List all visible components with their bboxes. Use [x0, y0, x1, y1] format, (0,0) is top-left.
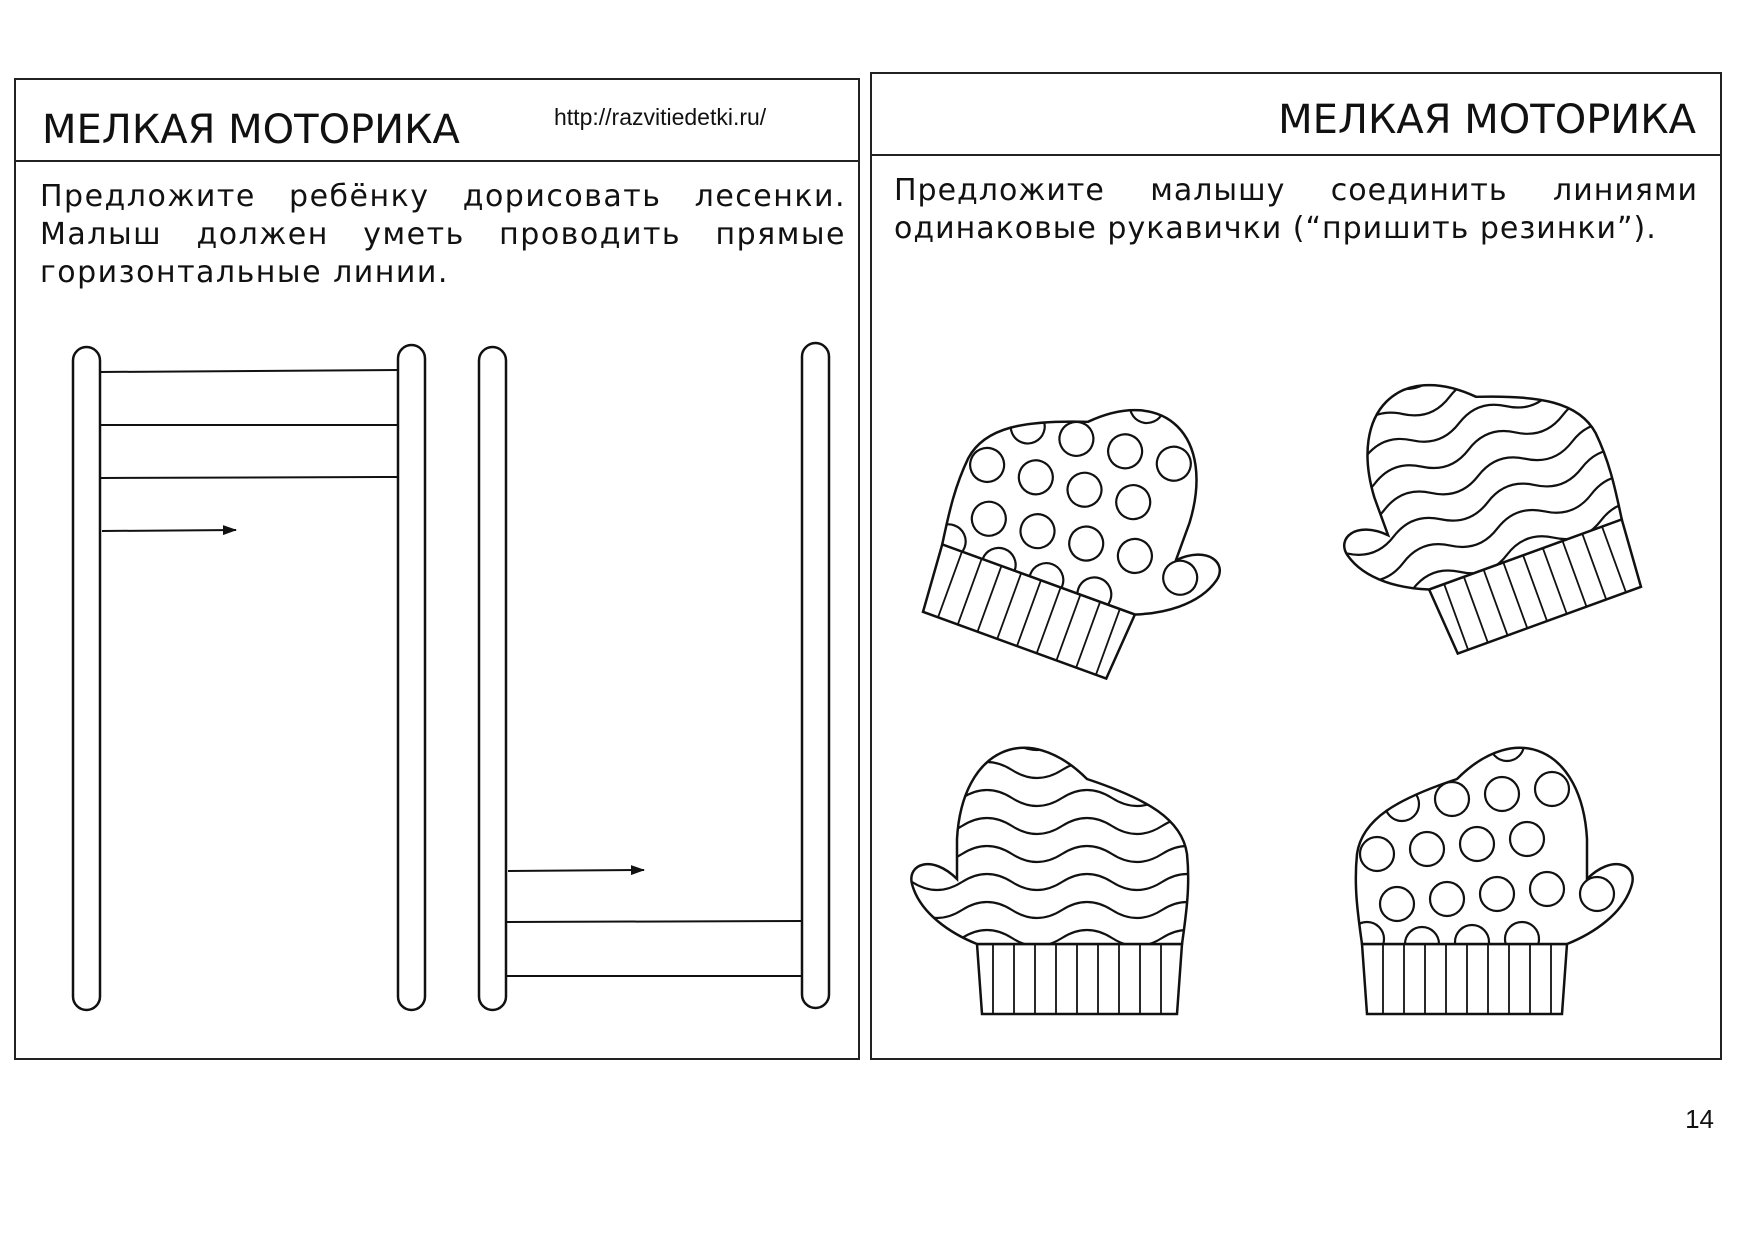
instruction-text: Предложите ребёнку дорисовать лесенки. М… [40, 179, 846, 290]
site-url: http://razvitiedetki.ru/ [554, 104, 767, 130]
ladder-1-rung [99, 476, 399, 479]
ladder-2-right-rail [800, 341, 831, 1010]
ladder-2-rung [505, 920, 803, 923]
panel-header: МЕЛКАЯ МОТОРИКА http://razvitiedetki.ru/ [16, 80, 858, 162]
mittens-worksheet-panel: МЕЛКАЯ МОТОРИКА Предложите малышу соедин… [870, 72, 1722, 1060]
ladder-worksheet-panel: МЕЛКАЯ МОТОРИКА http://razvitiedetki.ru/… [14, 78, 860, 1060]
ladders-drawing [71, 341, 831, 1012]
mittens-drawing [872, 74, 1724, 1062]
arrow-right-icon [507, 865, 645, 876]
panel-title: МЕЛКАЯ МОТОРИКА [1278, 97, 1696, 143]
wavy-mitten-icon[interactable] [872, 706, 1212, 1014]
ladder-1-rung [99, 369, 399, 373]
polka-dot-mitten-icon[interactable] [907, 336, 1271, 702]
panel-title: МЕЛКАЯ МОТОРИКА [42, 107, 460, 153]
instruction-text: Предложите малышу соединить линиями один… [894, 173, 1698, 246]
polka-dot-mitten-icon[interactable] [1350, 727, 1633, 1014]
ladder-2-left-rail [477, 345, 508, 1012]
wavy-mitten-icon[interactable] [1240, 285, 1674, 694]
ladder-1-right-rail [396, 343, 427, 1012]
arrow-right-icon [101, 525, 237, 536]
panel-header: МЕЛКАЯ МОТОРИКА [872, 74, 1720, 156]
page-number: 14 [1685, 1104, 1714, 1134]
ladder-1-left-rail [71, 345, 102, 1012]
